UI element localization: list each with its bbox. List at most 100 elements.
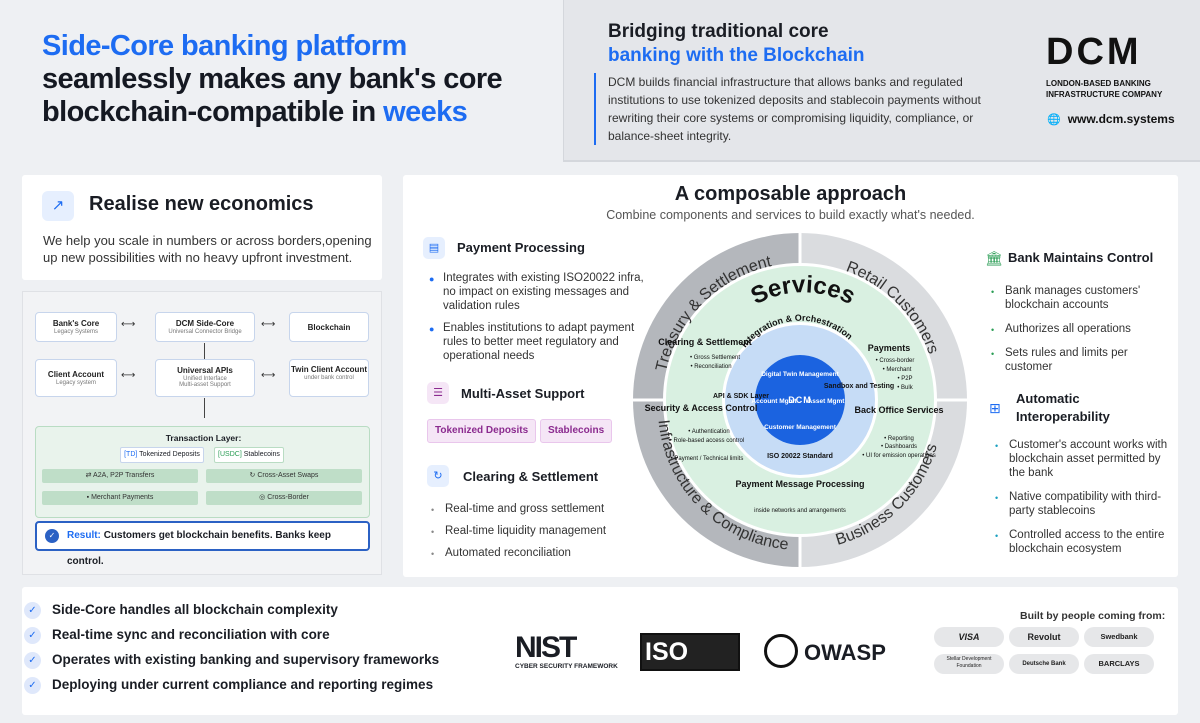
svg-text:Sandbox and Testing: Sandbox and Testing	[824, 383, 894, 390]
check-icon: ✓	[45, 529, 59, 543]
svg-text:• Role-based access control: • Role-based access control	[670, 438, 744, 444]
brand-description: DCM builds financial infrastructure that…	[594, 73, 984, 145]
clearing-title: Clearing & Settlement	[463, 469, 599, 484]
deutsche-bank-badge: Deutsche Bank	[1009, 654, 1079, 674]
stablecoins-tag: Stablecoins	[540, 419, 613, 443]
cross-border-chip: ◎ Cross-Border	[206, 491, 362, 505]
svg-text:• Dashboards: • Dashboards	[881, 444, 917, 450]
list-item: •Controlled access to the entire blockch…	[995, 529, 1165, 555]
iso-27001-logo: ISO 27001	[640, 633, 740, 700]
transaction-layer-title: Transaction Layer:	[165, 433, 242, 443]
svg-text:API & SDK Layer: API & SDK Layer	[713, 393, 769, 400]
svg-text:Back Office Services: Back Office Services	[854, 405, 943, 415]
composable-card: A composable approach Combine components…	[403, 175, 1178, 577]
svg-text:• Merchant: • Merchant	[883, 367, 912, 373]
list-item: •Sets rules and limits per customer	[991, 347, 1128, 373]
svg-text:Digital Twin Management: Digital Twin Management	[761, 371, 839, 378]
footer-point: ✓Deploying under current compliance and …	[24, 677, 433, 694]
svg-text:• Payment / Technical limits: • Payment / Technical limits	[671, 456, 744, 462]
list-item: •Customer's account works with blockchai…	[995, 439, 1168, 479]
list-item: •Automated reconciliation	[431, 547, 571, 559]
footer-card: ✓Side-Core handles all blockchain comple…	[22, 587, 1178, 715]
arrow-icon: ⟷	[121, 319, 136, 330]
svg-text:Account Mgmt: Account Mgmt	[751, 398, 797, 405]
revolut-badge: Revolut	[1009, 627, 1079, 647]
svg-text:ISO 20022 Standard: ISO 20022 Standard	[767, 453, 833, 460]
swaps-chip: ↻ Cross-Asset Swaps	[206, 469, 362, 483]
transaction-layer: Transaction Layer: [TD] Tokenized Deposi…	[35, 426, 370, 518]
interoperability-title: Automatic Interoperability	[1016, 391, 1110, 424]
hero-line-3: blockchain-compatible in weeks	[42, 96, 468, 128]
svg-text:Asset Mgmt: Asset Mgmt	[808, 398, 846, 405]
arrow-icon: ⟷	[261, 319, 276, 330]
globe-icon: 🌐	[1047, 114, 1061, 126]
check-icon: ✓	[24, 652, 41, 669]
brand-panel	[563, 0, 1200, 162]
svg-text:Security & Access Control: Security & Access Control	[645, 403, 758, 413]
svg-text:• Bulk: • Bulk	[897, 385, 913, 391]
svg-text:• Cross-border: • Cross-border	[876, 358, 915, 364]
transfers-chip: ⇄ A2A, P2P Transfers	[42, 469, 198, 483]
svg-text:• Reconciliation: • Reconciliation	[690, 364, 731, 370]
svg-text:• P2P: • P2P	[897, 376, 912, 382]
payment-processing-title: Payment Processing	[457, 240, 585, 255]
chart-trend-icon: ↗	[42, 191, 74, 221]
visa-badge: VISA	[934, 627, 1004, 647]
tokenized-deposits-pill: [TD] Tokenized Deposits	[120, 447, 204, 463]
list-item: ●Integrates with existing ISO20022 infra…	[429, 272, 644, 312]
website-link[interactable]: 🌐www.dcm.systems	[1047, 112, 1175, 126]
hero-line-2: seamlessly makes any bank's core	[42, 63, 503, 95]
stellar-badge: Stellar Development Foundation	[934, 654, 1004, 674]
check-icon: ●	[429, 324, 435, 334]
svg-text:• Authentication: • Authentication	[688, 429, 729, 435]
svg-text:Customer Management: Customer Management	[764, 424, 837, 431]
barclays-badge: BARCLAYS	[1084, 654, 1154, 674]
economics-title: Realise new economics	[89, 193, 314, 215]
payment-icon: ▤	[423, 237, 445, 259]
economics-card: ↗ Realise new economics We help you scal…	[22, 175, 382, 280]
blockchain-node: Blockchain	[289, 312, 369, 342]
sync-icon: ↻	[427, 465, 449, 487]
check-icon: ●	[429, 274, 435, 284]
check-icon: ✓	[24, 677, 41, 694]
dcm-logo: DCM	[1046, 31, 1142, 73]
tokenized-deposits-tag: Tokenized Deposits	[427, 419, 537, 443]
brand-heading: Bridging traditional core banking with t…	[608, 21, 865, 66]
nist-subtitle: CYBER SECURITY FRAMEWORK	[515, 663, 618, 670]
network-icon: ⊞	[989, 400, 1001, 416]
list-item: •Real-time and gross settlement	[431, 503, 605, 515]
composable-subtitle: Combine components and services to build…	[606, 208, 975, 222]
services-wheel: Treasury & Settlement Retail Customers I…	[633, 233, 967, 567]
owasp-logo: OWASP	[804, 640, 886, 665]
stablecoins-pill: [USDC] Stablecoins	[214, 447, 284, 463]
composable-title: A composable approach	[674, 183, 907, 205]
merchant-chip: ▪ Merchant Payments	[42, 491, 198, 505]
list-item: •Real-time liquidity management	[431, 525, 607, 537]
list-item: ●Enables institutions to adapt payment r…	[429, 322, 635, 362]
owasp-icon	[764, 634, 798, 668]
check-icon: ✓	[24, 602, 41, 619]
svg-text:• Reporting: • Reporting	[884, 436, 914, 442]
list-item: •Bank manages customers' blockchain acco…	[991, 285, 1141, 311]
arrow-icon: ⟷	[121, 370, 136, 381]
svg-text:Clearing & Settlement: Clearing & Settlement	[658, 337, 752, 347]
footer-point: ✓Operates with existing banking and supe…	[24, 652, 439, 669]
svg-text:Payment Message Processing: Payment Message Processing	[735, 479, 864, 489]
svg-text:• UI for emission operations: • UI for emission operations	[862, 453, 935, 459]
built-by-label: Built by people coming from:	[1020, 610, 1166, 622]
footer-point: ✓Real-time sync and reconciliation with …	[24, 627, 330, 644]
svg-text:inside networks and arrangemen: inside networks and arrangements	[754, 508, 846, 514]
list-item: •Native compatibility with third-party s…	[995, 491, 1162, 517]
economics-text: We help you scale in numbers or across b…	[43, 233, 372, 265]
list-item: •Authorizes all operations	[991, 323, 1131, 335]
svg-text:• Gross Settlement: • Gross Settlement	[690, 355, 740, 361]
footer-point: ✓Side-Core handles all blockchain comple…	[24, 602, 338, 619]
svg-text:Payments: Payments	[868, 343, 911, 353]
hero-line-1: Side-Core banking platform	[42, 30, 407, 62]
multi-asset-title: Multi-Asset Support	[461, 386, 585, 401]
